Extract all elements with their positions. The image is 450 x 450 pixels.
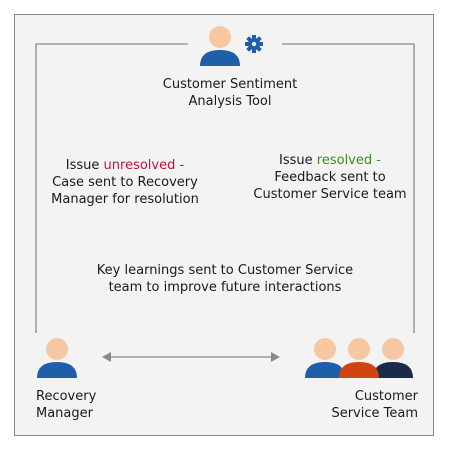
resolved-note-line2: Feedback sent to xyxy=(274,170,386,185)
unresolved-note: Issue unresolved - Case sent to Recovery… xyxy=(40,157,210,208)
unresolved-note-line3: Manager for resolution xyxy=(51,192,199,207)
tool-name-line2: Analysis Tool xyxy=(188,94,272,109)
person-icon xyxy=(37,338,77,378)
service-team-label-line2: Service Team xyxy=(331,406,418,421)
connector-tool-to-team xyxy=(282,43,415,333)
resolved-note-line1: Issue resolved - xyxy=(240,152,420,169)
key-learnings-note: Key learnings sent to Customer Service t… xyxy=(60,262,390,296)
resolved-note-line3: Customer Service team xyxy=(253,187,407,202)
bidirectional-arrow xyxy=(102,352,280,362)
tool-name-line1: Customer Sentiment xyxy=(162,77,298,92)
key-learnings-line2: team to improve future interactions xyxy=(108,280,342,295)
resolved-status: resolved - xyxy=(316,153,381,168)
unresolved-status: unresolved - xyxy=(103,158,185,173)
unresolved-note-line2: Case sent to Recovery xyxy=(52,175,198,190)
key-learnings-line1: Key learnings sent to Customer Service xyxy=(96,263,354,278)
issue-label: Issue xyxy=(279,153,317,168)
person-with-gear-icon xyxy=(200,26,263,66)
service-team-label: Customer Service Team xyxy=(300,388,418,422)
team-icon xyxy=(305,338,413,378)
connector-tool-to-recovery xyxy=(35,43,188,333)
unresolved-note-line1: Issue unresolved - xyxy=(40,157,210,174)
tool-name: Customer Sentiment Analysis Tool xyxy=(130,76,330,110)
team-member-icon xyxy=(305,338,345,378)
issue-label: Issue xyxy=(65,158,104,173)
service-team-label-line1: Customer xyxy=(354,389,418,404)
team-member-icon xyxy=(373,338,413,378)
resolved-note: Issue resolved - Feedback sent to Custom… xyxy=(240,152,420,203)
recovery-label-line2: Manager xyxy=(36,406,93,421)
recovery-manager-label: Recovery Manager xyxy=(36,388,116,422)
recovery-label-line1: Recovery xyxy=(36,389,97,404)
team-member-icon xyxy=(339,338,379,378)
